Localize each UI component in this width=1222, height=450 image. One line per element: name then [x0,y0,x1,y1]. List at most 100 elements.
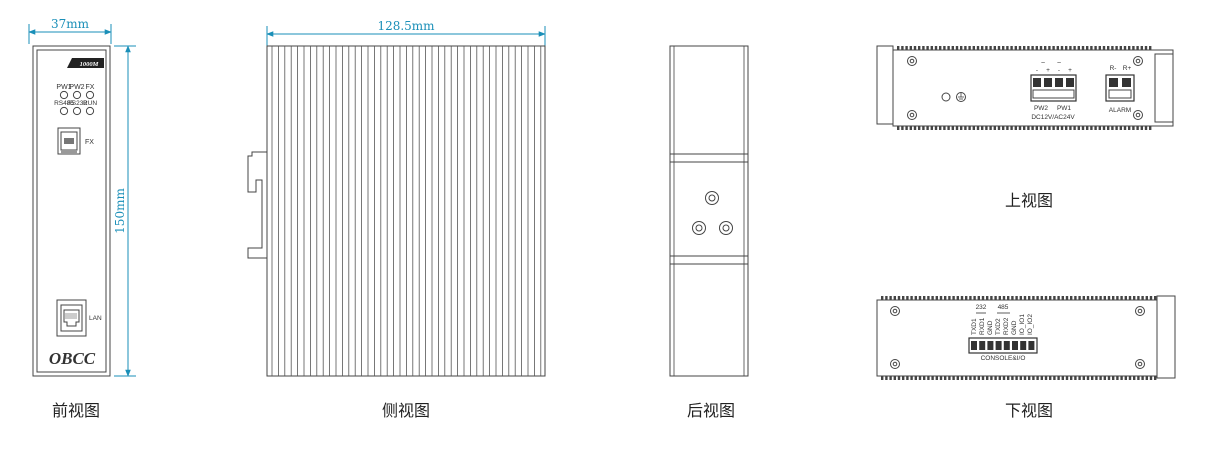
screw-icon [890,306,900,316]
led-label-top-2: PW2 [69,84,84,91]
fin-tooth [934,46,938,50]
fin-tooth [902,296,905,300]
fin-tooth [956,296,959,300]
fin-tooth [1132,126,1135,130]
top-fin-edge [897,126,1152,130]
fin-tooth [927,376,930,380]
screw-icon [907,56,917,66]
fin-tooth [897,296,901,300]
fin-tooth [986,376,989,380]
fin-tooth [1069,126,1072,130]
fin-tooth [1103,376,1106,380]
fin-tooth [1128,46,1131,50]
relay-polarity-2: R+ [1123,65,1132,72]
fin-tooth [1091,376,1094,380]
fin-tooth [960,46,963,50]
fin-tooth [1039,46,1043,50]
fin-tooth [1154,376,1157,380]
fin-tooth [989,126,992,130]
fin-tooth [1082,376,1085,380]
fin-tooth [931,376,934,380]
terminal-pin [1012,341,1018,350]
fin-tooth [1133,376,1136,380]
fin-tooth [981,376,985,380]
led-icon [59,106,69,116]
fin-tooth [1019,376,1022,380]
screw-icon [1133,56,1143,66]
fin-tooth [1136,126,1139,130]
fin-tooth [1144,126,1148,130]
fin-tooth [1149,46,1152,50]
front-view: 37mm 150mm 1000M PW1 PW2 FX RS485 RS232 … [28,17,136,420]
side-length-label: 128.5mm [377,19,435,33]
fin-tooth [1086,46,1089,50]
fin-tooth [1011,376,1014,380]
power-spec-label: DC12V/AC24V [1031,114,1075,121]
pin-label: TXD2 [995,318,1002,335]
fin-tooth [1090,46,1093,50]
power-terminal-block [1030,74,1077,102]
fin-tooth [1077,126,1080,130]
fin-tooth [1077,46,1080,50]
fin-tooth [1049,296,1052,300]
screw-icon [705,191,719,205]
fin-tooth [1023,296,1027,300]
fin-tooth [889,376,892,380]
fin-tooth [905,126,908,130]
fin-tooth [1140,46,1143,50]
fin-tooth [1057,296,1060,300]
fin-tooth [897,46,900,50]
fin-tooth [1060,126,1064,130]
fin-tooth [1119,46,1122,50]
fin-tooth [989,46,992,50]
fin-tooth [1149,126,1152,130]
fin-tooth [994,376,997,380]
screw-icon [890,359,900,369]
fin-tooth [1040,376,1043,380]
speed-badge-label: 1000M [80,61,99,68]
fin-tooth [1091,296,1094,300]
fin-tooth [1120,296,1123,300]
terminal-pin [1003,341,1010,350]
fin-tooth [1116,296,1119,300]
side-view: 128.5mm 侧视图 [247,19,546,420]
fin-tooth [965,296,968,300]
fin-tooth [952,296,955,300]
fin-tooth [922,46,925,50]
fin-tooth [1053,296,1056,300]
fin-tooth [1061,296,1064,300]
fin-tooth [913,126,917,130]
fin-tooth [1107,296,1111,300]
fin-tooth [1010,126,1013,130]
fin-tooth [1032,376,1035,380]
power-ac-symbol-2: ~ [1057,60,1061,67]
fin-tooth [918,296,922,300]
front-view-caption: 前视图 [52,401,100,420]
fin-tooth [1149,296,1153,300]
fin-tooth [1137,296,1140,300]
fin-tooth [1036,296,1039,300]
console-io-label: CONSOLE&I/O [981,355,1026,362]
fin-tooth [1102,126,1106,130]
fin-tooth [951,46,954,50]
fin-tooth [1006,126,1009,130]
fin-tooth [939,376,943,380]
fx-port-label: FX [85,139,94,146]
fin-tooth [960,376,964,380]
power-polarity-3: - [1058,67,1060,74]
fin-tooth [897,376,901,380]
fin-tooth [1107,46,1110,50]
fin-tooth [1124,376,1127,380]
fin-tooth [1103,296,1106,300]
top-view: ~ ~ - + - + PW2 PW1 DC12V/AC24V R- R+ AL… [876,45,1174,210]
fin-tooth [1023,126,1026,130]
fin-tooth [1065,376,1069,380]
fin-tooth [1145,296,1148,300]
led-label-top-3: FX [86,84,95,91]
fin-tooth [969,376,972,380]
fin-tooth [913,46,917,50]
fin-tooth [1053,376,1056,380]
fin-tooth [1107,126,1110,130]
fin-tooth [1040,296,1043,300]
